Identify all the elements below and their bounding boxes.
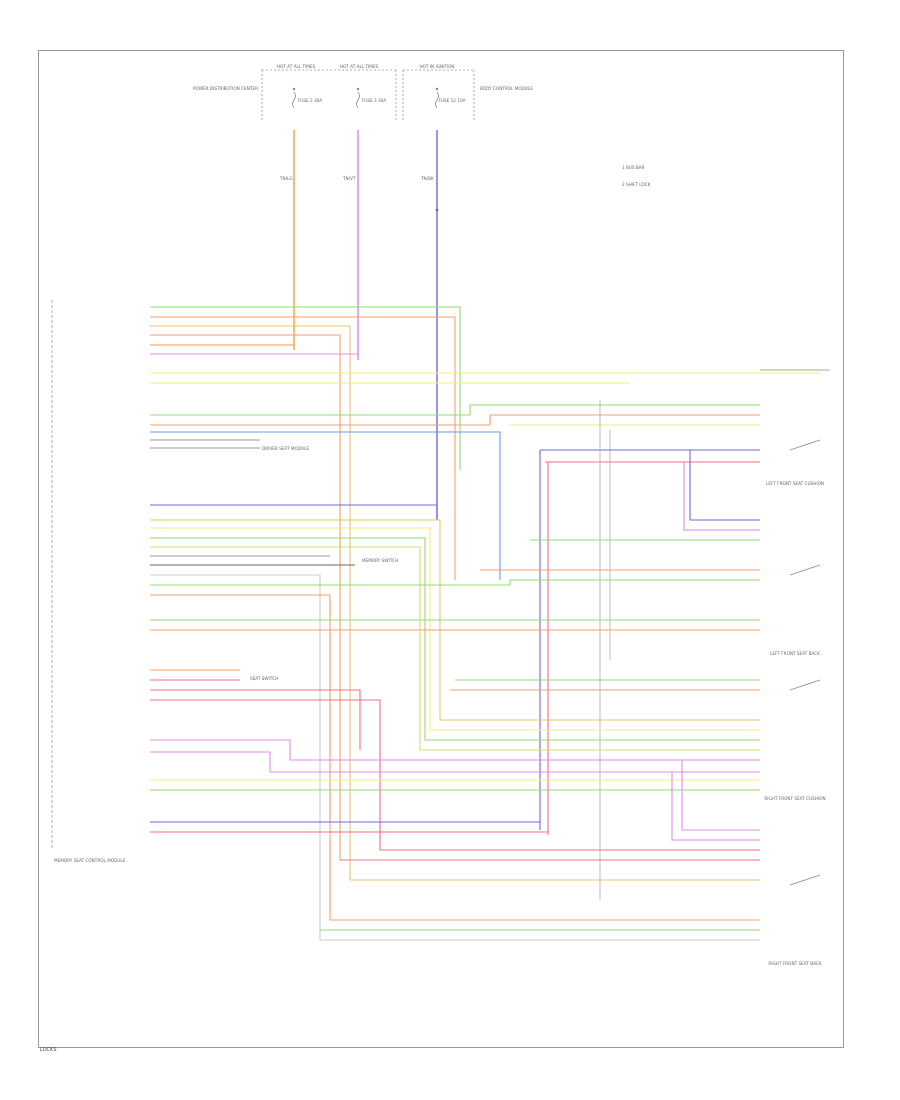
- fuse-box-left-name: POWER DISTRIBUTION CENTER: [193, 86, 258, 91]
- side-label-seat-switch: SEAT SWITCH: [250, 676, 278, 681]
- left-front-seat-cushion-wires: [539, 400, 760, 900]
- feed-wire-2-color: TN/VT: [342, 176, 356, 181]
- wires-group-1: [150, 306, 820, 880]
- wires-group-4: [150, 669, 760, 931]
- fuse-1-label: HOT AT ALL TIMES: [277, 64, 316, 69]
- fuse-2-rating: FUSE 3 30A: [362, 98, 386, 103]
- fuse-box-right-name: BODY CONTROL MODULE: [480, 86, 533, 91]
- side-label-driver-seat: DRIVER SEAT MODULE: [262, 446, 309, 451]
- connector-lf-cushion: LEFT FRONT SEAT CUSHION: [766, 481, 824, 486]
- connector-rf-back: RIGHT FRONT SEAT BACK: [768, 961, 821, 966]
- fuse-3-rating: FUSE 12 10A: [439, 98, 466, 103]
- fuse-3-label: HOT IN IGNITION: [419, 64, 454, 69]
- legend-item-1: 1 BUS BAR: [622, 165, 645, 170]
- legend-item-2: 2 SHIFT LOCK: [622, 182, 651, 187]
- footer-code: LOCKS: [40, 1047, 57, 1053]
- fuse-1-rating: FUSE 2 30A: [298, 98, 322, 103]
- right-terminals: [760, 369, 830, 886]
- wires-group-2: [150, 404, 760, 580]
- wires-group-3: [150, 504, 760, 941]
- connector-lf-back: LEFT FRONT SEAT BACK: [770, 651, 820, 656]
- module-name: MEMORY SEAT CONTROL MODULE: [54, 858, 126, 863]
- feed-wire-1-color: TN/LG: [279, 176, 293, 181]
- feed-wires: [293, 130, 438, 520]
- feed-wire-3-color: TN/BK: [420, 176, 434, 181]
- side-label-memory-switch: MEMORY SWITCH: [362, 558, 398, 563]
- fuse-2-label: HOT AT ALL TIMES: [340, 64, 379, 69]
- connector-rf-cushion: RIGHT FRONT SEAT CUSHION: [764, 796, 825, 801]
- diagram-border: [38, 50, 844, 1048]
